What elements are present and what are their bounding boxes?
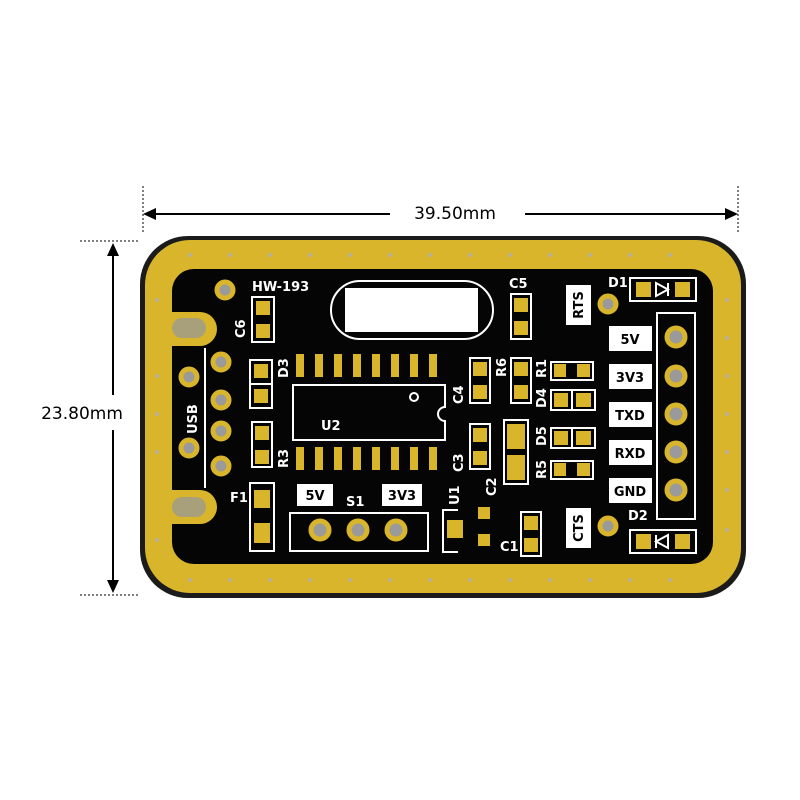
- svg-text:R5: R5: [535, 460, 550, 479]
- switch-label-3v3: 3V3: [388, 489, 416, 504]
- switch-s1: 5V 3V3 S1: [289, 484, 429, 552]
- pin-label-5v: 5V: [620, 333, 639, 348]
- diode-d3: D3: [249, 358, 292, 409]
- svg-text:D3: D3: [277, 358, 292, 378]
- mount-slot: [172, 318, 206, 338]
- svg-text:C6: C6: [234, 319, 249, 338]
- capacitor-c1: C1: [500, 511, 542, 557]
- svg-text:U1: U1: [448, 485, 463, 505]
- height-label: 23.80mm: [41, 404, 123, 424]
- width-label: 39.50mm: [414, 204, 496, 224]
- resistor-r5: R5: [535, 460, 594, 480]
- resistor-r6: R6: [495, 357, 532, 404]
- resistor-r1: R1: [535, 359, 594, 381]
- svg-text:R3: R3: [277, 449, 292, 468]
- svg-text:RTS: RTS: [572, 291, 587, 319]
- capacitor-c6: C6: [234, 296, 275, 343]
- svg-text:S1: S1: [346, 495, 364, 510]
- width-dimension: 39.50mm: [142, 186, 739, 232]
- svg-text:F1: F1: [230, 491, 248, 506]
- svg-text:U2: U2: [321, 419, 341, 434]
- pin-label-txd: TXD: [615, 409, 645, 424]
- svg-text:C4: C4: [452, 385, 467, 404]
- led-d5: D5: [535, 426, 596, 449]
- svg-text:C2: C2: [485, 477, 500, 496]
- svg-text:R6: R6: [495, 358, 510, 377]
- resistor-r3: R3: [251, 421, 292, 468]
- diode-d1: D1: [608, 276, 697, 302]
- mount-slot: [172, 497, 206, 517]
- switch-label-5v: 5V: [305, 489, 324, 504]
- usb-connector: USB: [178, 348, 232, 488]
- edge-vias: [155, 253, 729, 582]
- chip-u2: U2: [292, 354, 446, 470]
- capacitor-c4: C4: [452, 357, 491, 404]
- svg-text:D4: D4: [535, 388, 550, 408]
- diode-d2: D2: [628, 509, 697, 554]
- pcb-board: HW-193 C6 USB D3 R3: [140, 236, 746, 598]
- capacitor-c2: C2: [485, 419, 529, 496]
- svg-text:D1: D1: [608, 276, 628, 291]
- svg-text:D5: D5: [535, 426, 550, 446]
- svg-text:C3: C3: [452, 453, 467, 472]
- svg-text:R1: R1: [535, 359, 550, 378]
- board-name: HW-193: [252, 280, 309, 295]
- pin-header: 5V 3V3 TXD RXD GND: [609, 312, 696, 520]
- fuse-f1: F1: [230, 482, 275, 552]
- svg-text:C5: C5: [509, 277, 528, 292]
- height-dimension: 23.80mm: [41, 240, 140, 596]
- svg-text:USB: USB: [186, 404, 201, 434]
- rts-pad: RTS: [566, 285, 619, 325]
- svg-text:CTS: CTS: [572, 514, 587, 542]
- pin-label-rxd: RXD: [615, 447, 646, 462]
- pin-label-gnd: GND: [614, 485, 647, 500]
- svg-text:D2: D2: [628, 509, 648, 524]
- regulator-u1: U1: [442, 485, 490, 553]
- capacitor-c5: C5: [509, 277, 532, 340]
- pin-label-3v3: 3V3: [616, 371, 644, 386]
- crystal-outline: [330, 280, 494, 340]
- cts-pad: CTS: [566, 508, 619, 548]
- led-d4: D4: [535, 388, 596, 411]
- svg-text:C1: C1: [500, 540, 519, 555]
- mounting-via: [214, 279, 236, 301]
- capacitor-c3: C3: [452, 423, 491, 472]
